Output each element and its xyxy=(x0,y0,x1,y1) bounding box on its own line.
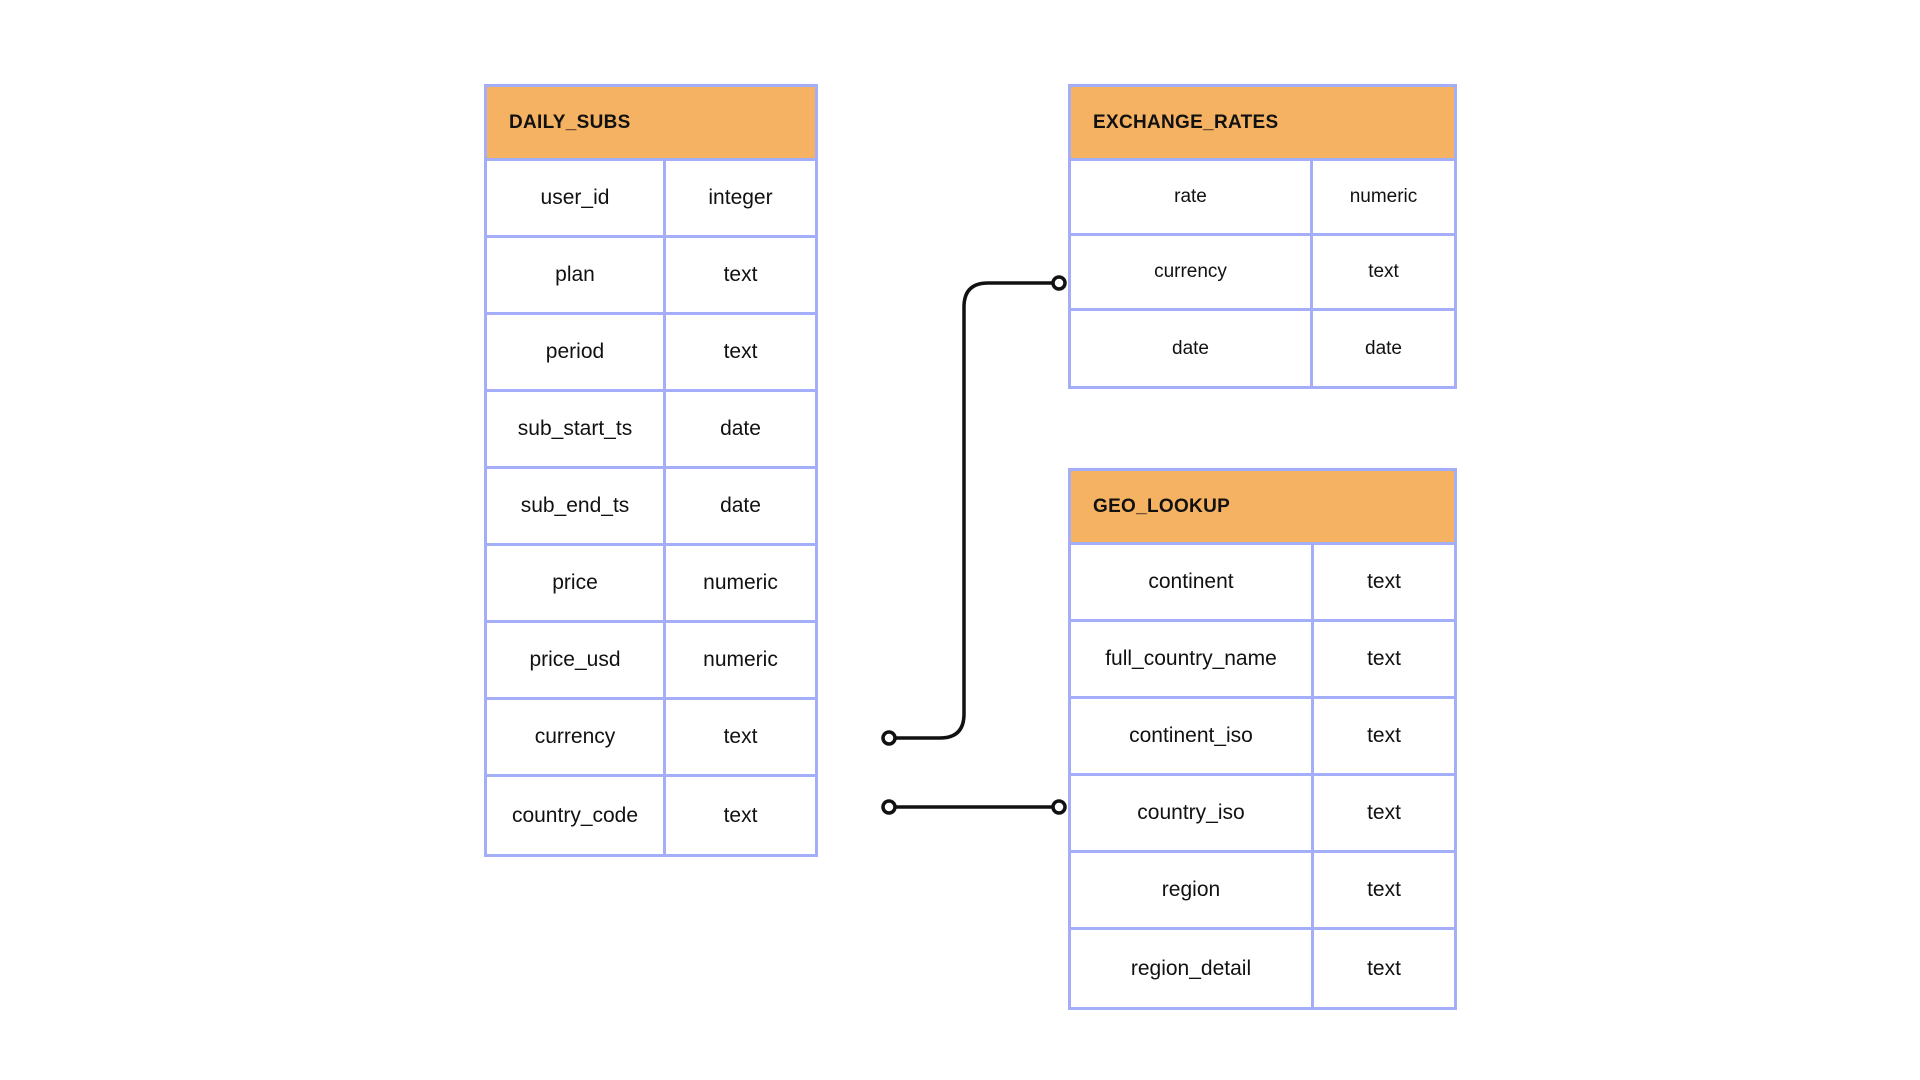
column-type: integer xyxy=(708,186,773,209)
column-type: date xyxy=(1365,337,1402,359)
column-name: date xyxy=(1071,311,1313,386)
table-row: continent_iso text xyxy=(1071,699,1454,776)
connector-end-icon xyxy=(1051,799,1067,815)
column-name: currency xyxy=(1071,236,1313,308)
column-type: numeric xyxy=(1349,186,1418,207)
table-exchange-rates: EXCHANGE_RATES rate numeric currency tex… xyxy=(1068,84,1457,389)
column-name: region_detail xyxy=(1071,930,1314,1007)
table-row: region text xyxy=(1071,853,1454,930)
column-type: text xyxy=(1367,570,1401,593)
table-row: plan text xyxy=(487,238,815,315)
table-row: rate numeric xyxy=(1071,161,1454,236)
table-row: country_iso text xyxy=(1071,776,1454,853)
connector-end-icon xyxy=(1051,275,1067,291)
column-type: text xyxy=(723,263,758,286)
column-name: country_code xyxy=(487,777,666,854)
column-name: price xyxy=(487,546,666,620)
table-row: period text xyxy=(487,315,815,392)
table-row: user_id integer xyxy=(487,161,815,238)
table-daily-subs: DAILY_SUBS user_id integer plan text per… xyxy=(484,84,818,857)
column-name: continent xyxy=(1071,545,1314,619)
table-row: continent text xyxy=(1071,545,1454,622)
column-type: text xyxy=(1367,801,1401,824)
table-row: currency text xyxy=(1071,236,1454,311)
column-type: text xyxy=(723,340,758,363)
column-type: numeric xyxy=(703,648,778,671)
column-type: text xyxy=(1367,647,1401,670)
column-name: rate xyxy=(1071,161,1313,233)
column-name: user_id xyxy=(487,161,666,235)
column-name: plan xyxy=(487,238,666,312)
table-title-exchange-rates: EXCHANGE_RATES xyxy=(1071,87,1454,161)
column-name: full_country_name xyxy=(1071,622,1314,696)
column-type: date xyxy=(720,494,761,517)
column-name: country_iso xyxy=(1071,776,1314,850)
table-row: currency text xyxy=(487,700,815,777)
column-type: numeric xyxy=(703,571,778,594)
column-type: text xyxy=(1367,878,1401,901)
table-row: full_country_name text xyxy=(1071,622,1454,699)
table-row: region_detail text xyxy=(1071,930,1454,1007)
column-type: text xyxy=(723,803,758,827)
column-type: text xyxy=(723,725,758,748)
table-row: country_code text xyxy=(487,777,815,854)
table-row: date date xyxy=(1071,311,1454,386)
column-type: date xyxy=(720,417,761,440)
table-row: price numeric xyxy=(487,546,815,623)
column-name: sub_start_ts xyxy=(487,392,666,466)
column-name: sub_end_ts xyxy=(487,469,666,543)
connector-end-icon xyxy=(881,730,897,746)
column-name: period xyxy=(487,315,666,389)
column-name: continent_iso xyxy=(1071,699,1314,773)
table-title-daily-subs: DAILY_SUBS xyxy=(487,87,815,161)
column-type: text xyxy=(1367,956,1401,980)
table-row: price_usd numeric xyxy=(487,623,815,700)
table-row: sub_start_ts date xyxy=(487,392,815,469)
connector-currency xyxy=(889,281,1059,740)
column-name: region xyxy=(1071,853,1314,927)
connector-end-icon xyxy=(881,799,897,815)
table-title-geo-lookup: GEO_LOOKUP xyxy=(1071,471,1454,545)
table-geo-lookup: GEO_LOOKUP continent text full_country_n… xyxy=(1068,468,1457,1010)
column-type: text xyxy=(1367,724,1401,747)
column-type: text xyxy=(1368,261,1399,282)
table-row: sub_end_ts date xyxy=(487,469,815,546)
column-name: price_usd xyxy=(487,623,666,697)
column-name: currency xyxy=(487,700,666,774)
